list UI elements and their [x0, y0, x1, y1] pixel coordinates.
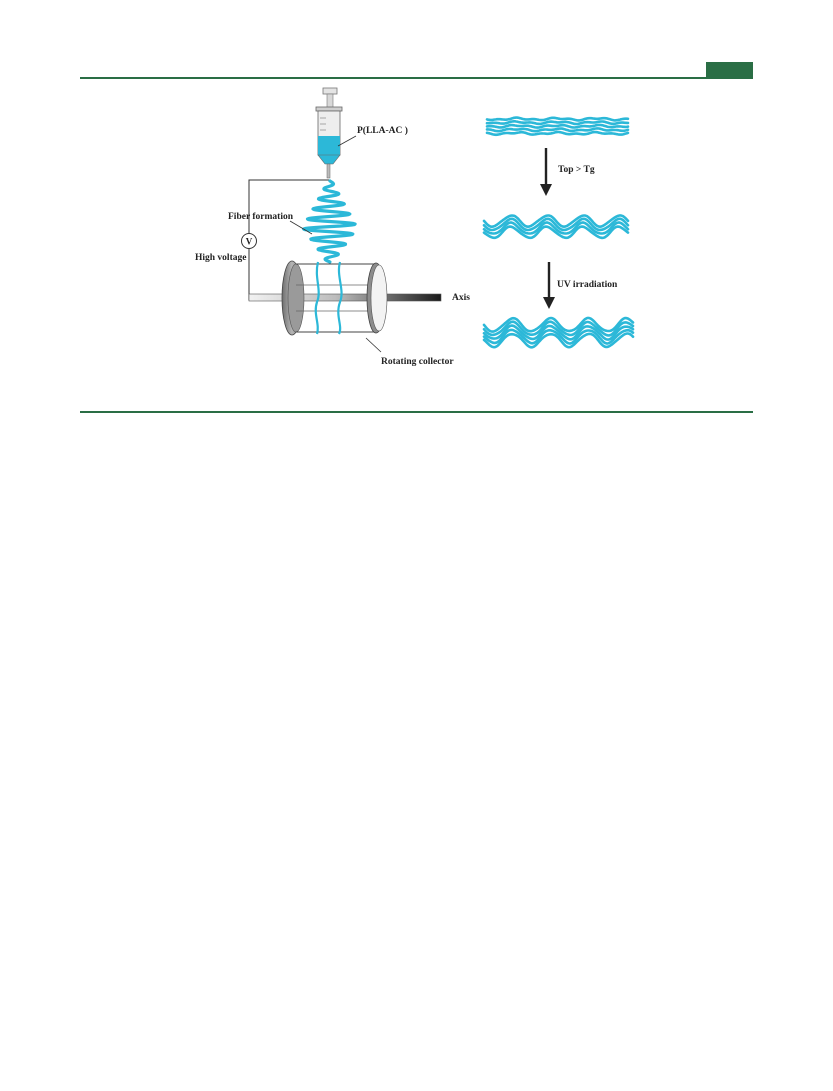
high-voltage-label: High voltage [195, 253, 246, 263]
down-arrow-icon [540, 148, 552, 196]
fiber-strand [482, 328, 635, 345]
voltmeter-icon [241, 233, 257, 249]
straight-fiber-bundle [485, 116, 630, 137]
fiber-formation-label: Fiber formation [228, 212, 294, 222]
fiber-strand [485, 120, 630, 126]
fiber-strand [485, 116, 630, 122]
wavy-fiber-bundle [482, 214, 630, 240]
fiber-jet [302, 179, 357, 264]
fiber-strand [485, 127, 630, 133]
axis-label: Axis [452, 293, 470, 303]
fiber-strand [482, 320, 635, 337]
axis-rod [248, 293, 442, 302]
fiber-strand [482, 324, 635, 341]
rotating-collector-label: Rotating collector [381, 357, 454, 367]
syringe-icon [315, 87, 343, 179]
crosslinked-wavy-fiber-bundle [482, 316, 635, 349]
fiber-strand [482, 217, 630, 232]
down-arrow-icon [543, 262, 555, 309]
fiber-strand [482, 316, 635, 333]
fiber-strand [482, 214, 630, 229]
footer-rule [80, 411, 753, 413]
fiber-strand [482, 332, 635, 349]
step2-label: UV irradiation [557, 280, 618, 290]
section-tab-marker [706, 62, 753, 79]
voltmeter-symbol: V [246, 237, 253, 247]
fiber-strand [485, 123, 630, 129]
step1-label: Top > Tg [558, 165, 595, 175]
rotating-collector [281, 260, 388, 336]
electrospinning-figure: P(LLA-AC ) V High voltage Fiber formatio… [195, 87, 635, 367]
header-rule [80, 77, 753, 79]
fiber-strand [485, 130, 630, 137]
fiber-strand [482, 221, 630, 235]
polymer-label: P(LLA-AC ) [357, 125, 408, 136]
fiber-strand [482, 225, 630, 240]
